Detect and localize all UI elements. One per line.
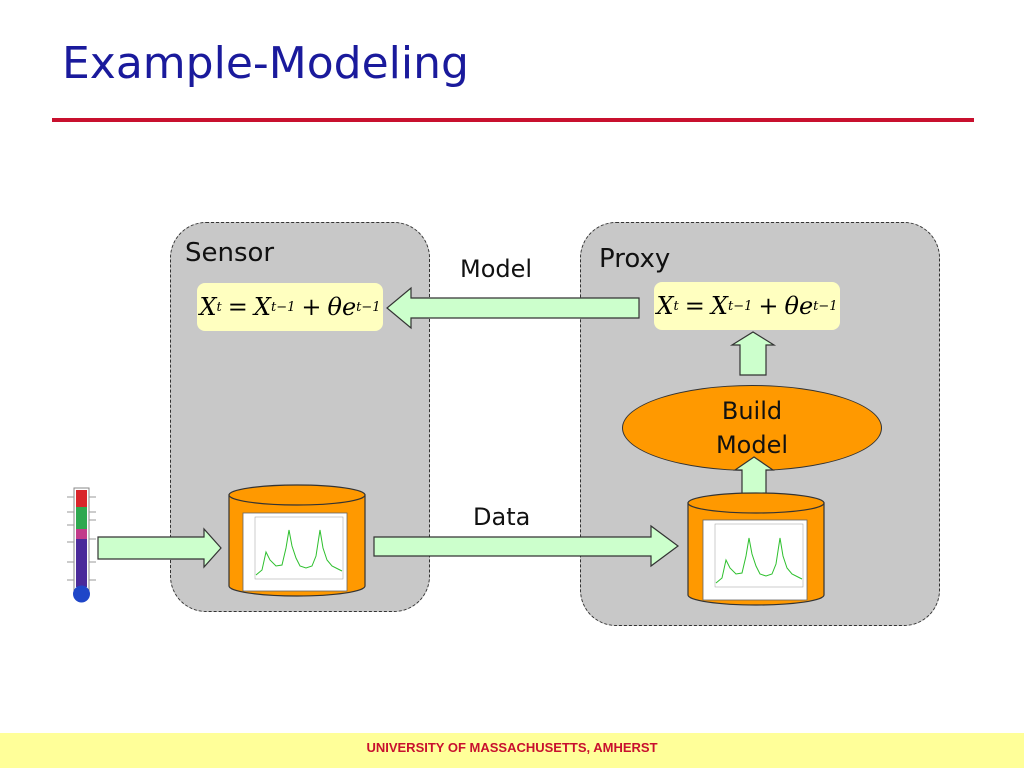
sensor-input-arrow (97, 527, 222, 569)
thermometer-icon (67, 487, 96, 603)
sensor-label: Sensor (185, 238, 275, 268)
sensor-database-cylinder-icon (228, 484, 366, 597)
proxy-time-series-plot-icon (702, 519, 808, 601)
footer-bar (0, 733, 1024, 768)
proxy-database-cylinder-icon (687, 492, 825, 606)
data-arrow-label: Data (473, 503, 531, 531)
build-model-label-line2: Model (715, 431, 789, 459)
build-model-label-line1: Build (721, 397, 783, 425)
up-arrow-to-equation (729, 331, 777, 376)
data-arrow (373, 524, 680, 568)
proxy-label: Proxy (599, 244, 671, 274)
model-arrow-label: Model (460, 255, 533, 283)
title-underline (52, 118, 974, 122)
model-arrow (386, 286, 640, 330)
slide-title: Example-Modeling (62, 38, 469, 89)
footer-text: UNIVERSITY OF MASSACHUSETTS, AMHERST (366, 740, 658, 755)
sensor-time-series-plot-icon (242, 512, 348, 592)
